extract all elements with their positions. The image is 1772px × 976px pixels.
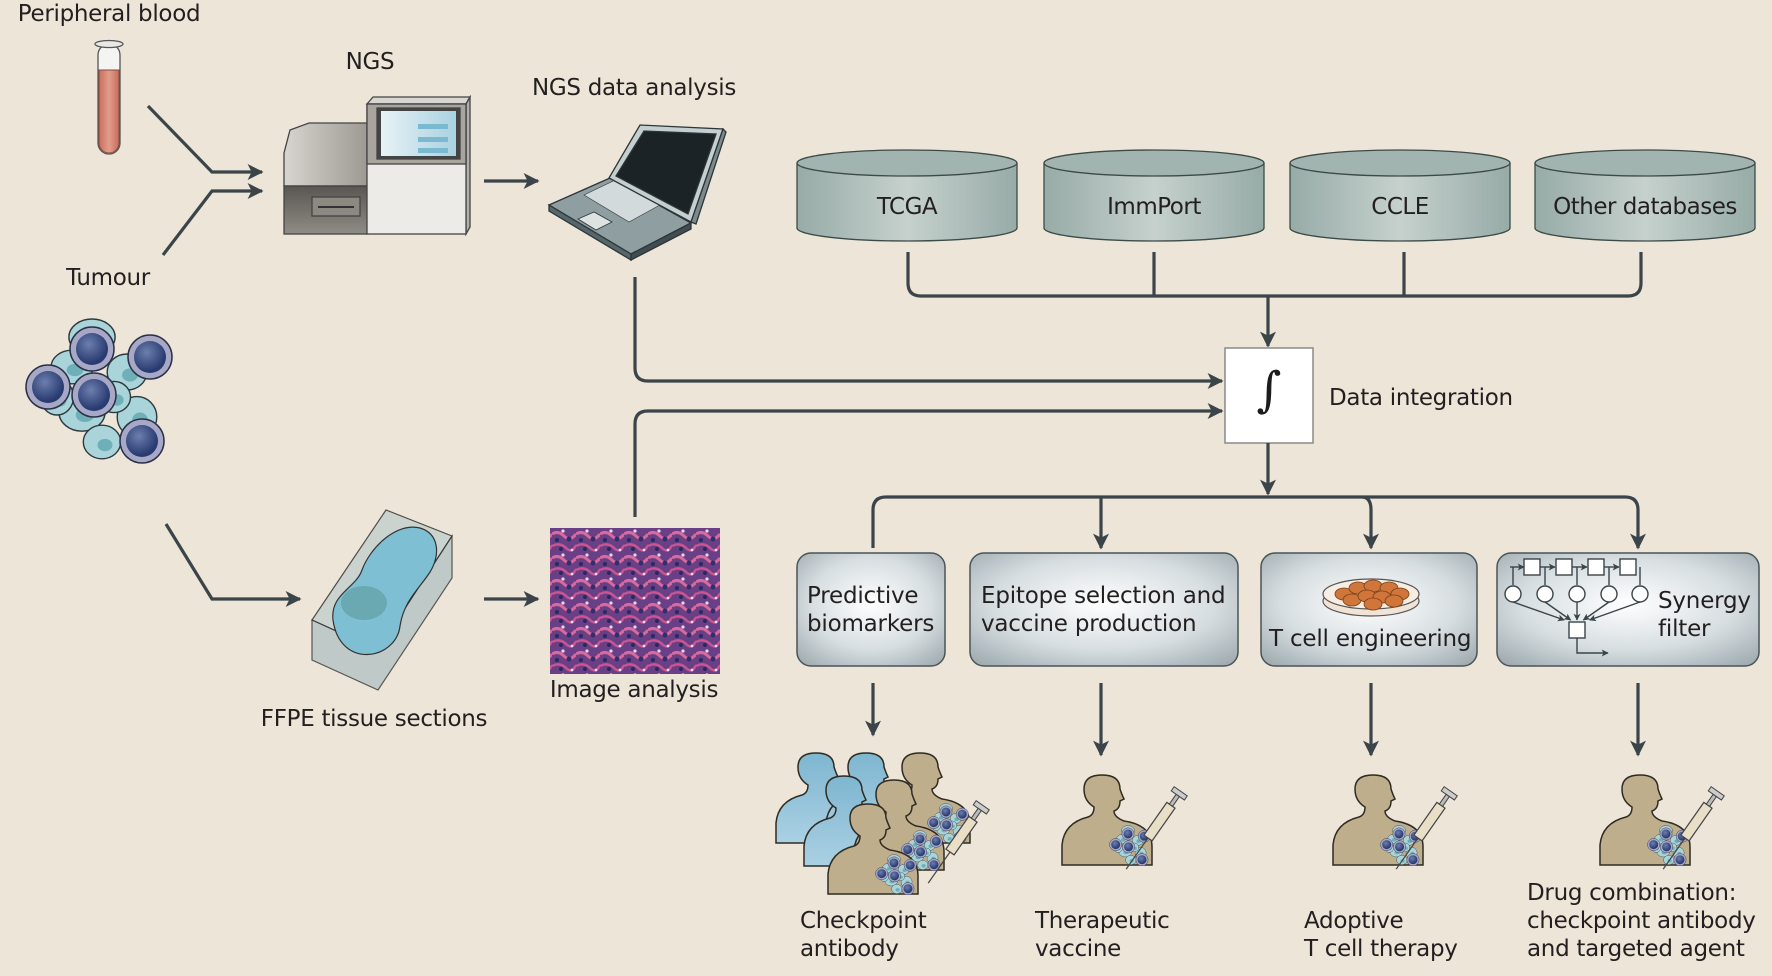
patient-silhouette-icon [1332, 774, 1424, 867]
tumour-to-ffpe-arrow [164, 523, 302, 607]
box-synergy-filter [1496, 552, 1760, 667]
syringe-icon [1395, 786, 1458, 870]
histology-image [550, 528, 720, 674]
patient-figures [775, 752, 1725, 896]
data-integration-box [1224, 347, 1314, 444]
label-peripheral-blood: Peripheral blood [17, 1, 201, 27]
label-checkpoint-antibody: Checkpoint antibody [800, 908, 927, 962]
image-to-integration-arrow [633, 403, 1224, 517]
database-group [796, 149, 1756, 242]
patient-tumour-icon [1109, 825, 1151, 867]
patient-tumour-icon [875, 854, 917, 896]
patient-silhouette-icon [1599, 774, 1691, 867]
integral-icon: ∫ [1256, 362, 1281, 418]
database-other: Other databases [1553, 194, 1737, 220]
petri-dish-icon [1322, 578, 1420, 617]
database-ccle: CCLE [1371, 194, 1429, 220]
label-adoptive-t-cell-therapy: Adoptive T cell therapy [1304, 908, 1458, 962]
syringe-icon [1125, 786, 1188, 870]
input-arrows [146, 104, 264, 256]
patient-silhouette-icon [827, 803, 919, 896]
label-therapeutic-vaccine: Therapeutic vaccine [1035, 908, 1170, 962]
database-cylinder-icon [796, 149, 1018, 242]
approach-boxes [796, 552, 1760, 667]
tumour-cells [25, 318, 173, 464]
synergy-network-icon [1504, 558, 1649, 657]
laptop-icon [547, 124, 727, 262]
outcome-arrows [865, 683, 1646, 757]
database-connector [906, 252, 1643, 348]
label-image-analysis: Image analysis [549, 677, 719, 703]
database-cylinder-icon [1534, 149, 1756, 242]
patient-silhouette-icon [1061, 774, 1153, 867]
box-epitope-selection [969, 552, 1239, 667]
label-tumour: Tumour [66, 265, 150, 291]
label-t-cell-engineering: T cell engineering [1269, 626, 1472, 652]
label-epitope-selection: Epitope selection and vaccine production [981, 583, 1226, 637]
label-data-integration: Data integration [1329, 385, 1513, 411]
syringe-icon [927, 800, 990, 884]
database-cylinder-icon [1289, 149, 1511, 242]
label-drug-combination: Drug combination: checkpoint antibody an… [1527, 880, 1756, 962]
ngs-sequencer-icon [283, 94, 472, 237]
syringe-icon [1662, 786, 1725, 870]
box-predictive-biomarkers [796, 552, 946, 667]
label-ffpe: FFPE tissue sections [260, 706, 488, 732]
database-tcga: TCGA [876, 194, 938, 220]
database-immport: ImmPort [1107, 194, 1201, 220]
ffpe-block-icon [311, 509, 453, 691]
label-predictive-biomarkers: Predictive biomarkers [807, 583, 935, 637]
label-ngs: NGS [345, 49, 395, 75]
tumour-cluster-icon [25, 318, 173, 464]
integration-fanout [871, 443, 1646, 550]
label-ngs-analysis: NGS data analysis [531, 75, 737, 101]
patient-tumour-icon [901, 830, 943, 872]
label-synergy-filter: Synergy filter [1658, 588, 1751, 642]
patient-tumour-icon [1380, 825, 1422, 867]
ngs-to-integration-arrow [633, 277, 1224, 389]
database-cylinder-icon [1043, 149, 1265, 242]
blood-tube-icon [94, 39, 124, 155]
